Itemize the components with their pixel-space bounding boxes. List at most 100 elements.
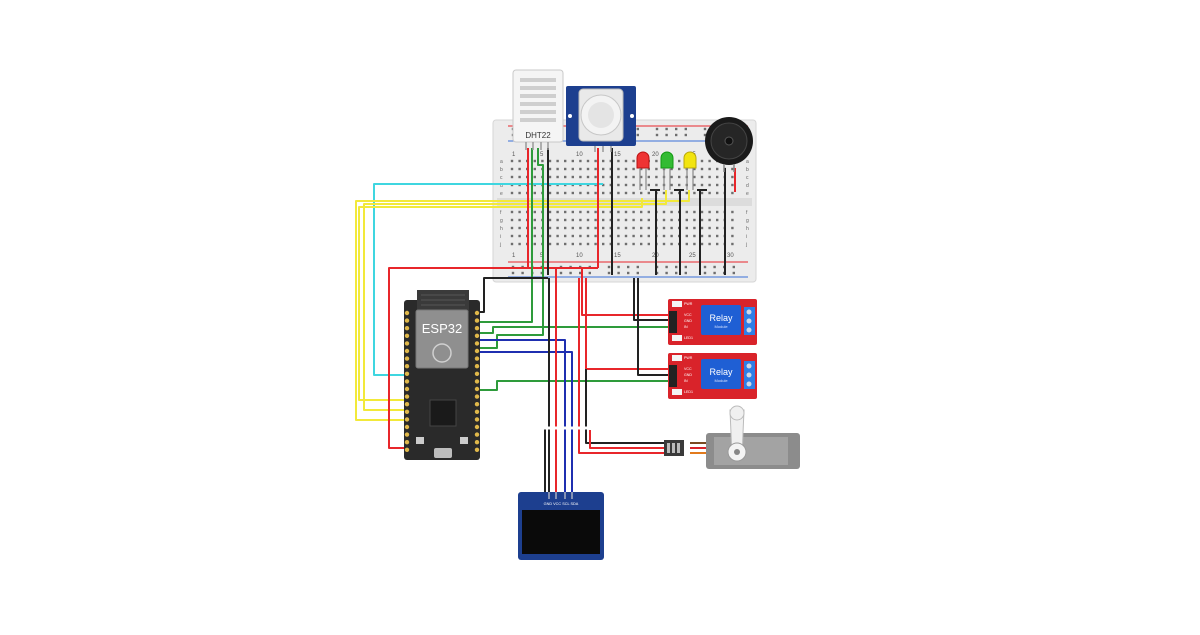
breadboard-hole xyxy=(518,218,521,222)
relay-pin-label: LED1 xyxy=(684,390,693,394)
breadboard-hole xyxy=(594,234,597,238)
esp32-pin xyxy=(474,341,480,346)
breadboard-hole xyxy=(564,175,567,179)
rail-hole xyxy=(511,271,515,275)
esp32-pin xyxy=(474,333,480,338)
esp32-pin xyxy=(474,379,480,384)
breadboard-hole xyxy=(670,242,673,246)
breadboard-hole xyxy=(548,159,552,163)
esp32-pin xyxy=(474,356,480,361)
breadboard-hole xyxy=(579,218,582,222)
breadboard-hole xyxy=(624,159,628,163)
relay-pin-label: VCC xyxy=(684,367,692,371)
breadboard-hole xyxy=(640,167,643,171)
wire-blue-oled-scl xyxy=(480,339,566,497)
breadboard-hole xyxy=(731,234,734,238)
relay-module-bottom: PWR VCC GND IN LED1 Relay Module xyxy=(668,353,757,399)
breadboard-hole xyxy=(518,175,521,179)
breadboard-hole xyxy=(609,242,612,246)
breadboard-hole xyxy=(564,167,567,171)
esp32-pin xyxy=(404,341,410,346)
breadboard-hole xyxy=(693,167,696,171)
breadboard-hole xyxy=(624,226,628,230)
led-yellow-body xyxy=(683,151,697,169)
rail-hole xyxy=(579,271,582,275)
breadboard-hole xyxy=(708,167,711,171)
esp32-pin xyxy=(404,417,410,422)
breadboard-hole xyxy=(564,210,567,214)
relay-pin-label: GND xyxy=(684,373,692,377)
breadboard-hole xyxy=(624,218,628,222)
breadboard-hole xyxy=(624,210,628,214)
breadboard-hole xyxy=(632,226,635,230)
esp32-pin xyxy=(474,417,480,422)
row-letter: b xyxy=(746,167,749,173)
breadboard-hole xyxy=(716,226,719,230)
buzzer-hole xyxy=(724,136,734,146)
breadboard-hole xyxy=(533,210,536,214)
breadboard-hole xyxy=(670,191,673,195)
breadboard-hole xyxy=(693,218,696,222)
breadboard-hole xyxy=(708,183,711,187)
breadboard-hole xyxy=(518,242,521,246)
breadboard-hole xyxy=(617,234,620,238)
breadboard-hole xyxy=(693,191,696,195)
breadboard-hole xyxy=(586,191,590,195)
rail-hole xyxy=(665,133,668,137)
breadboard-hole xyxy=(564,218,567,222)
breadboard-hole xyxy=(731,175,734,179)
breadboard-hole xyxy=(533,167,536,171)
breadboard-hole xyxy=(617,175,620,179)
dht22-grille xyxy=(520,86,556,90)
col-number: 25 xyxy=(689,253,696,259)
led-yellow-icon xyxy=(683,151,697,190)
breadboard-hole xyxy=(731,183,734,187)
rail-hole xyxy=(588,271,591,275)
rail-hole xyxy=(607,271,611,275)
esp32-pin xyxy=(474,310,480,316)
breadboard-hole xyxy=(655,175,658,179)
breadboard-hole xyxy=(731,167,734,171)
dht22-label: DHT22 xyxy=(525,131,551,140)
esp32-pin xyxy=(474,409,480,414)
breadboard-hole xyxy=(518,191,521,195)
breadboard-hole xyxy=(640,218,643,222)
row-letter: b xyxy=(500,167,503,173)
breadboard-hole xyxy=(632,218,635,222)
rail-hole xyxy=(636,271,639,275)
breadboard-hole xyxy=(640,226,643,230)
breadboard-hole xyxy=(571,226,574,230)
breadboard-hole xyxy=(685,234,688,238)
breadboard-hole xyxy=(548,218,552,222)
breadboard-hole xyxy=(685,191,688,195)
breadboard-hole xyxy=(731,226,734,230)
pir-hole xyxy=(630,114,634,118)
relay-pin-label: PWR xyxy=(684,356,693,360)
breadboard-hole xyxy=(617,226,620,230)
breadboard-hole xyxy=(647,191,650,195)
breadboard-hole xyxy=(586,210,590,214)
rail-hole xyxy=(665,265,668,269)
col-number: 1 xyxy=(512,152,516,158)
esp32-pin xyxy=(404,440,410,445)
oled-screen xyxy=(522,510,600,554)
breadboard-hole xyxy=(548,234,552,238)
breadboard-hole xyxy=(700,159,704,163)
breadboard-hole xyxy=(716,218,719,222)
relay-led xyxy=(672,355,682,361)
breadboard-hole xyxy=(617,183,620,187)
row-letter: c xyxy=(500,175,503,181)
breadboard-hole xyxy=(700,210,704,214)
esp32-pin xyxy=(474,348,480,354)
pir-lens xyxy=(588,102,614,128)
breadboard-hole xyxy=(602,167,605,171)
breadboard-hole xyxy=(624,191,628,195)
breadboard-hole xyxy=(617,242,620,246)
breadboard-hole xyxy=(564,242,567,246)
breadboard-hole xyxy=(655,183,658,187)
breadboard-hole xyxy=(548,242,552,246)
breadboard-hole xyxy=(670,167,673,171)
breadboard-hole xyxy=(700,183,704,187)
